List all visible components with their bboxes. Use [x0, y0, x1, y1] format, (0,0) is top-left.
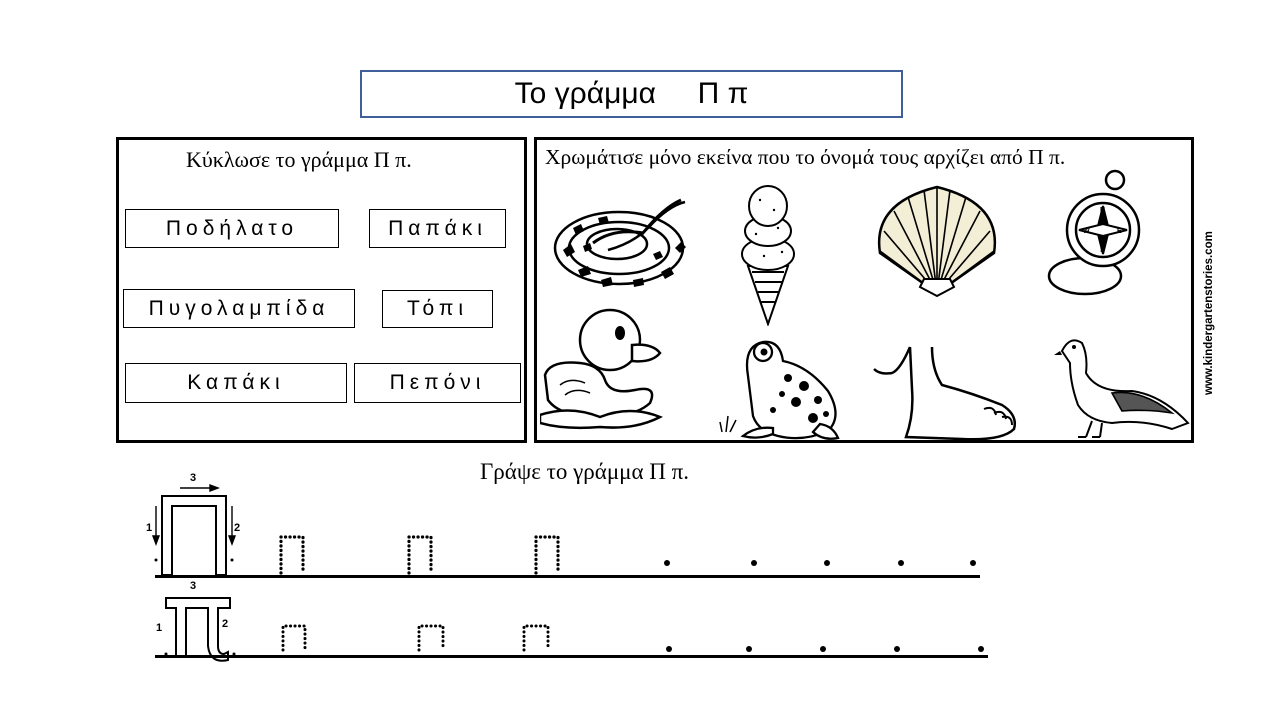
svg-text:E: E	[1117, 228, 1122, 235]
stroke-number-1: 1	[156, 622, 163, 634]
word-box-topi[interactable]: Τόπι	[382, 290, 493, 328]
foot-picture[interactable]	[872, 345, 1022, 445]
worksheet-title: Το γράμμα Π π	[360, 70, 903, 118]
circle-instruction: Κύκλωσε το γράμμα Π π.	[186, 147, 412, 172]
svg-text:W: W	[1083, 228, 1090, 235]
stroke-number-3: 3	[190, 580, 197, 592]
dot-marker	[751, 560, 757, 566]
word-box-papaki[interactable]: Παπάκι	[369, 209, 506, 248]
svg-text:N: N	[1100, 207, 1105, 214]
dot-marker	[824, 560, 830, 566]
stroke-number-1: 1	[146, 522, 153, 534]
dot-marker	[820, 646, 826, 652]
frog-picture[interactable]	[718, 336, 848, 444]
dotted-uppercase-3	[534, 535, 560, 575]
dot-marker	[894, 646, 900, 652]
stroke-number-2: 2	[234, 522, 241, 534]
circle-letter-panel	[116, 137, 527, 443]
dotted-uppercase-1	[279, 535, 305, 575]
color-pictures-panel	[534, 137, 1194, 443]
word-box-podilato[interactable]: Ποδήλατο	[125, 209, 339, 248]
word-box-peponi[interactable]: Πεπόνι	[354, 363, 521, 403]
dot-marker	[978, 646, 984, 652]
svg-text:S: S	[1100, 247, 1105, 254]
write-instruction: Γράψε το γράμμα Π π.	[480, 459, 689, 484]
uppercase-model-letter: 1 2 3	[140, 470, 250, 580]
color-instruction: Χρωμάτισε μόνο εκείνα που το όνομά τους …	[545, 145, 1066, 169]
dotted-lowercase-3	[522, 624, 550, 652]
uppercase-writing-line	[155, 575, 980, 578]
lowercase-model-letter: 1 2 3	[148, 580, 243, 662]
dot-marker	[970, 560, 976, 566]
seashell-picture[interactable]	[872, 183, 1002, 298]
dot-marker	[666, 646, 672, 652]
snake-picture[interactable]	[553, 188, 693, 293]
dot-marker	[746, 646, 752, 652]
ice-cream-picture[interactable]	[738, 176, 798, 326]
dotted-uppercase-2	[407, 535, 433, 575]
lowercase-writing-line	[155, 655, 988, 658]
dot-marker	[664, 560, 670, 566]
stroke-number-2: 2	[222, 618, 229, 630]
website-watermark: www.kindergartenstories.com	[1203, 231, 1215, 395]
dotted-lowercase-2	[417, 624, 445, 652]
duckling-picture[interactable]	[540, 305, 665, 430]
stroke-number-3: 3	[190, 472, 197, 484]
pigeon-picture[interactable]	[1052, 333, 1192, 441]
compass-picture[interactable]: N E S W	[1045, 168, 1145, 298]
word-box-kapaki[interactable]: Καπάκι	[125, 363, 347, 403]
word-box-pygolampida[interactable]: Πυγολαμπίδα	[123, 289, 355, 328]
dot-marker	[898, 560, 904, 566]
dotted-lowercase-1	[281, 624, 307, 652]
